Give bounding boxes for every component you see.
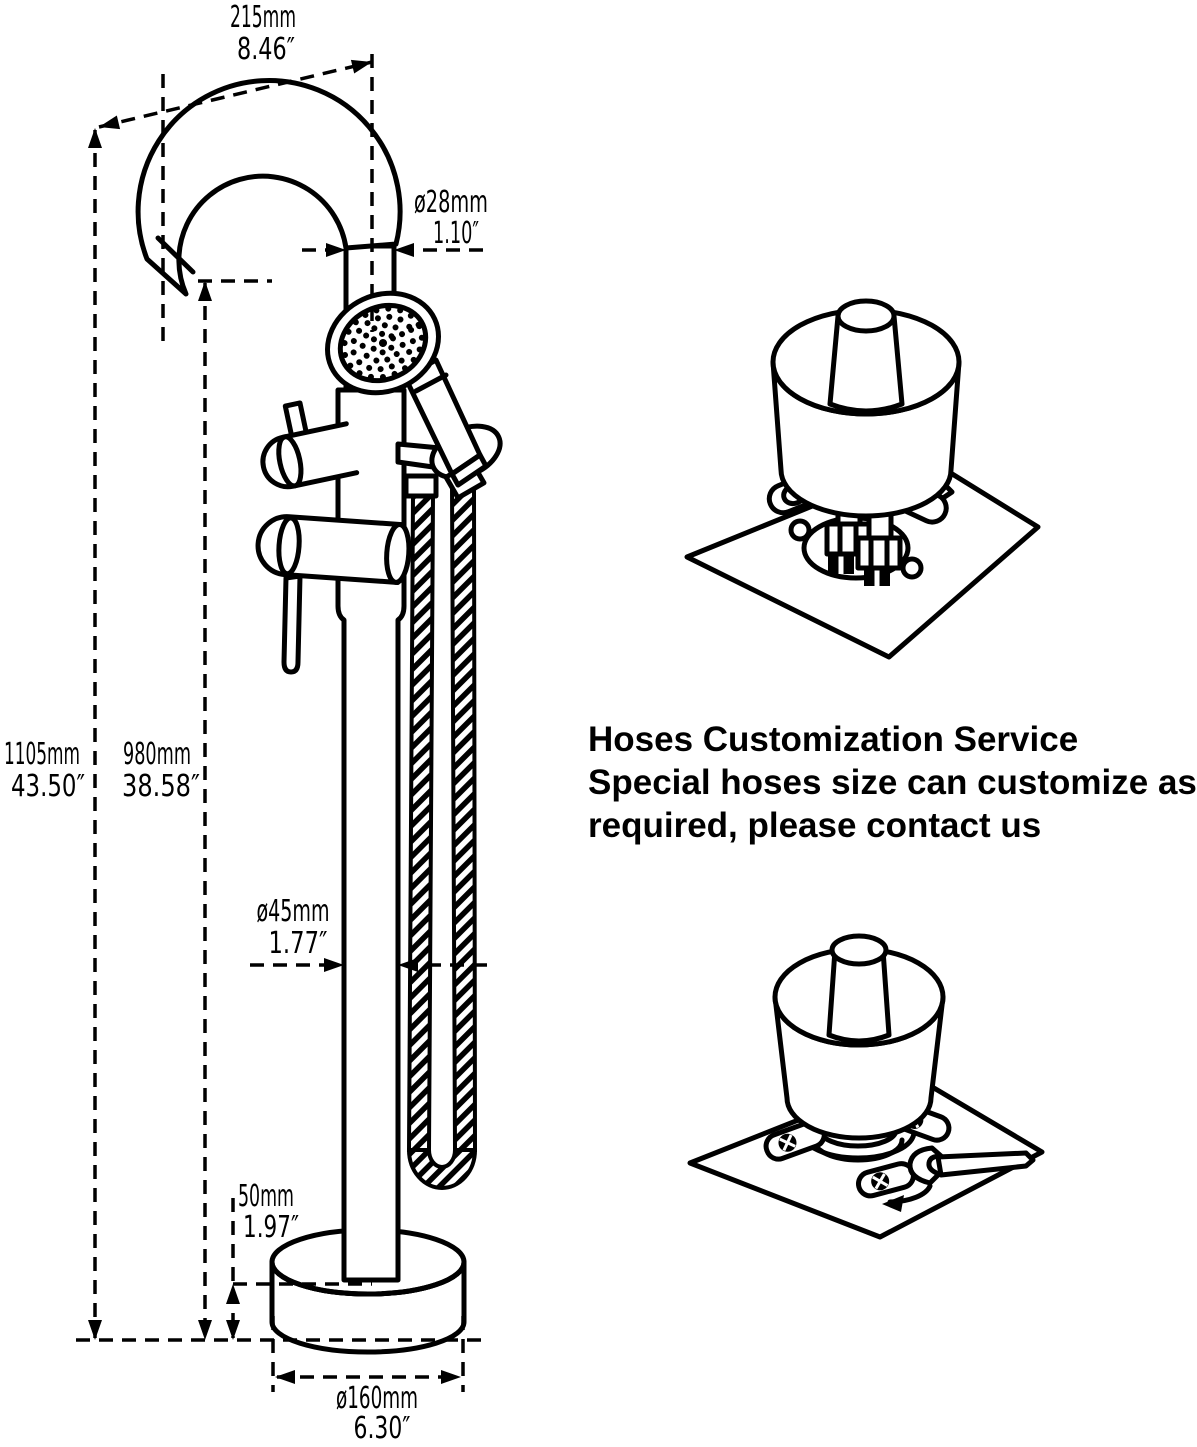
dim-base-dia-mm: ø160mm [336,1381,418,1416]
install-mounted-figure [687,933,1045,1240]
lever-rod [281,573,303,675]
diverter-knob [260,400,360,490]
riser-column [335,243,407,1283]
pipe-stub [826,947,892,1044]
customization-note-line3: required, please contact us [588,806,1042,845]
hose-fitting [403,473,439,499]
dim-total-height-in: 43.50″ [11,769,85,804]
screw-hole [788,518,812,542]
dim-pipe-dia-mm: ø45mm [257,894,330,929]
install-exploded-figure [684,298,1041,660]
dim-pipe-dia-in: 1.77″ [269,926,328,961]
dim-spout-height-in: 38.58″ [122,769,200,804]
shower-hose [403,459,487,1190]
dimension-annotations [76,54,495,1392]
wrench-icon [907,1145,1036,1186]
faucet-front-view [135,78,503,1355]
dim-total-height-mm: 1105mm [4,737,80,772]
rotate-arrow-icon [882,1183,933,1212]
dim-spout-dia-in: 1.10″ [433,216,479,251]
temperature-lever [255,514,412,675]
dimension-labels: 215mm 8.46″ ø28mm 1.10″ 1105mm 43.50″ 98… [4,0,488,1446]
hand-shower [325,290,489,488]
screw-hole [900,556,924,580]
dim-base-height-mm: 50mm [238,1179,294,1214]
dim-spout-height-mm: 980mm [123,737,191,772]
dim-spout-reach-in: 8.46″ [237,32,295,67]
customization-note: Hoses Customization Service Special hose… [588,718,1197,847]
pipe-stub [827,313,905,414]
hex-nut [855,535,903,571]
dim-base-height-in: 1.97″ [243,1210,299,1245]
hose-loop [406,1148,478,1190]
customization-note-line2: Special hoses size can customize as [588,763,1197,802]
customization-note-line1: Hoses Customization Service [588,720,1079,759]
hand-shower-head [325,290,441,396]
dim-spout-reach-mm: 215mm [230,0,296,35]
dim-spout-dia-mm: ø28mm [414,185,488,220]
dim-base-dia-in: 6.30″ [354,1411,411,1446]
